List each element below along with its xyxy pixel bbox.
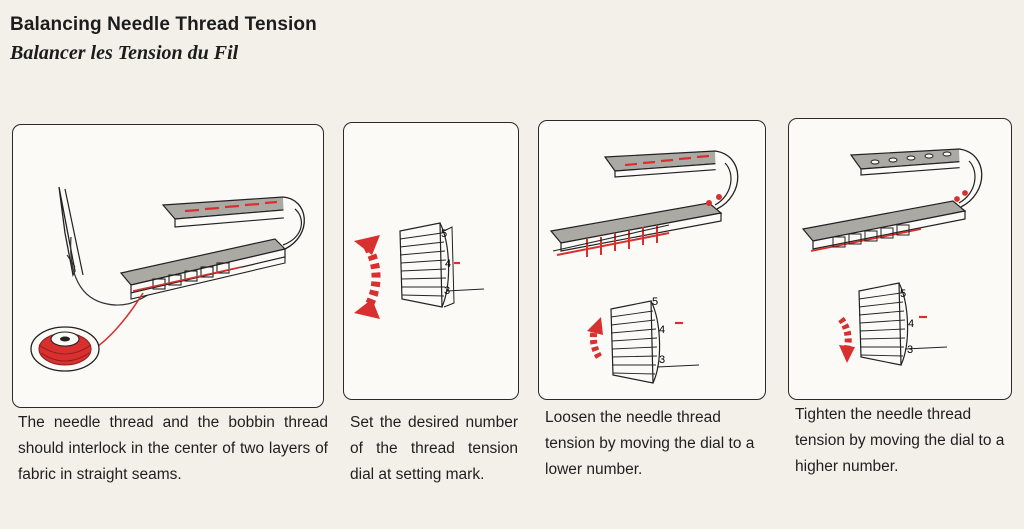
tension-dial: 5 4 3 — [399, 222, 485, 308]
caption-balanced: The needle thread and the bobbin thread … — [18, 414, 328, 483]
tighten-illustration: 5 4 3 — [801, 148, 983, 366]
set-dial-illustration: 5 4 3 — [354, 222, 485, 319]
double-arrow-icon — [354, 235, 381, 319]
arrow-down-icon — [838, 316, 855, 363]
illustration-panel-tighten: 5 4 3 — [788, 118, 1012, 400]
loosen-illustration: 5 4 3 — [549, 150, 739, 384]
fabric-layers — [549, 150, 739, 252]
dial-number-3: 3 — [659, 354, 665, 366]
dial-number-3: 3 — [907, 344, 913, 356]
dial-number-5: 5 — [900, 288, 906, 300]
dial-number-4: 4 — [908, 318, 914, 330]
tension-dial: 5 4 3 — [858, 282, 948, 366]
tension-dial: 5 4 3 — [610, 296, 700, 384]
dial-number-4: 4 — [445, 258, 451, 270]
page-title: Balancing Needle Thread Tension — [10, 14, 317, 35]
dial-number-5: 5 — [441, 228, 447, 240]
illustration-panel-set-dial: 5 4 3 — [343, 122, 519, 400]
arrow-up-icon — [587, 317, 603, 359]
page-subtitle: Balancer les Tension du Fil — [10, 42, 239, 64]
dial-number-4: 4 — [659, 324, 665, 336]
caption-set-dial: Set the desired number of the thread ten… — [350, 414, 518, 483]
caption-tighten: Tighten the needle thread tension by mov… — [795, 406, 1005, 475]
fabric-layers — [801, 148, 983, 250]
caption-loosen: Loosen the needle thread tension by movi… — [545, 409, 755, 478]
balanced-stitch-illustration — [30, 186, 305, 372]
top-stitches — [184, 200, 278, 213]
fabric-layers — [119, 196, 305, 300]
dial-number-3: 3 — [444, 285, 450, 297]
dial-number-5: 5 — [652, 296, 658, 308]
illustration-panel-balanced — [12, 124, 324, 408]
needle-icon — [58, 186, 84, 278]
illustration-panel-loosen: 5 4 3 — [538, 120, 766, 400]
bobbin-icon — [30, 326, 100, 372]
